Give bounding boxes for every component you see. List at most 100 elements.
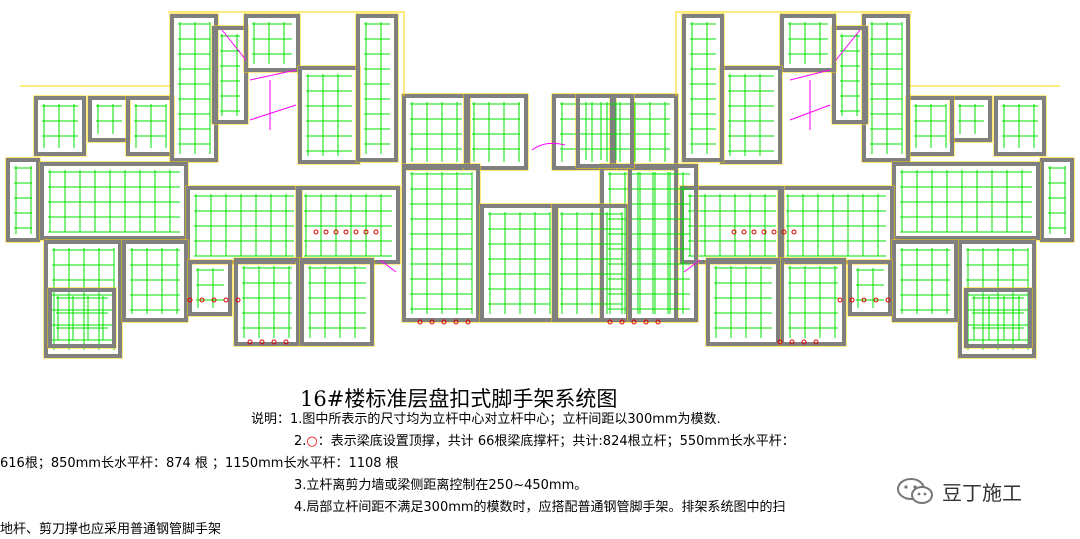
room-wall	[6, 158, 40, 242]
pole-grid	[900, 248, 950, 314]
pole-grid	[688, 194, 776, 257]
room-wall	[298, 66, 360, 164]
room-wall	[296, 186, 400, 264]
pole-grid	[410, 172, 473, 314]
pole-grid	[914, 104, 947, 148]
beam-support-marker	[465, 319, 471, 325]
beam-support-marker	[453, 319, 459, 325]
pole-grid	[96, 104, 122, 134]
beam-support-marker	[223, 297, 229, 303]
room-outline	[169, 13, 219, 163]
pole-grid	[788, 22, 828, 64]
room-wall	[994, 96, 1046, 156]
beam-support-marker	[363, 229, 369, 235]
beam-support-marker	[211, 297, 217, 303]
watermark-text: 豆丁施工	[942, 480, 1022, 505]
room-outline	[185, 185, 303, 265]
room-outline	[719, 65, 783, 165]
room-outline	[5, 157, 41, 243]
room-outline	[599, 163, 679, 323]
beam-support-marker	[791, 229, 797, 235]
pole-grid	[958, 104, 984, 134]
scaffold-floor-plan	[5, 11, 1075, 359]
room-outline	[33, 95, 87, 157]
beam-support-marker	[771, 229, 777, 235]
stair-line	[221, 29, 861, 61]
pole-grid	[488, 212, 551, 314]
note-line-1: 说明：1.图中所表示的尺寸均为立杆中心对立杆中心；立杆间距以300mm为模数.	[251, 412, 721, 427]
room-wall	[34, 96, 86, 156]
room-outline	[777, 185, 895, 265]
room-outline	[297, 65, 361, 165]
pole-grid	[242, 266, 292, 338]
room-wall	[44, 240, 122, 358]
beam-support-marker	[271, 339, 277, 345]
beam-support-marker	[731, 229, 737, 235]
room-wall	[480, 204, 558, 322]
beam-support-marker	[619, 319, 625, 325]
beam-support-marker	[849, 297, 855, 303]
beam-support-marker	[199, 297, 205, 303]
pole-grid	[856, 268, 884, 308]
pole-grid	[14, 166, 32, 234]
pole-grid	[840, 34, 860, 116]
room-wall	[848, 260, 892, 316]
beam-support-marker	[655, 319, 661, 325]
beam-support-marker	[429, 319, 435, 325]
pole-grid	[306, 74, 352, 156]
stair-line	[789, 69, 831, 130]
beam-support-marker	[813, 339, 819, 345]
pole-grid	[472, 102, 520, 162]
room-outline	[891, 161, 1041, 241]
room-outline	[861, 13, 911, 163]
beam-support-marker	[323, 229, 329, 235]
room-wall	[40, 162, 188, 240]
note-line-6: 地杆、剪刀撑也应采用普通钢管脚手架	[0, 522, 222, 537]
room-outline	[187, 259, 233, 317]
room-wall	[186, 186, 302, 264]
beam-support-marker	[751, 229, 757, 235]
beam-support-marker	[283, 339, 289, 345]
room-wall	[48, 288, 116, 348]
room-outline	[299, 257, 375, 347]
room-wall	[234, 258, 300, 346]
room-wall	[832, 26, 868, 124]
pole-grid	[560, 212, 623, 314]
pole-grid	[618, 102, 670, 162]
pole-grid	[1002, 104, 1038, 148]
room-wall	[780, 14, 836, 72]
beam-support-marker	[441, 319, 447, 325]
room-outline	[681, 13, 725, 163]
pole-grid	[900, 170, 1032, 233]
room-outline	[575, 93, 635, 169]
room-outline	[779, 13, 837, 73]
beam-support-marker	[373, 229, 379, 235]
beam-support-marker	[353, 229, 359, 235]
pole-grid	[584, 102, 626, 160]
beam-support-marker	[607, 319, 613, 325]
pole-grid	[130, 248, 180, 314]
beam-support-marker	[777, 339, 783, 345]
stair-line	[379, 142, 701, 273]
room-outline	[705, 257, 781, 347]
room-wall	[88, 96, 130, 142]
pole-grid	[608, 172, 671, 314]
room-wall	[212, 26, 248, 124]
room-wall	[610, 94, 678, 170]
wechat-icon	[897, 478, 933, 504]
room-wall	[244, 14, 300, 72]
room-outline	[401, 163, 481, 323]
beam-support-marker	[801, 339, 807, 345]
room-wall	[892, 240, 958, 322]
room-outline	[295, 185, 401, 265]
drawing-title: 16#楼标准层盘扣式脚手架系统图	[300, 387, 618, 411]
beam-support-marker	[885, 297, 891, 303]
pole-grid	[690, 22, 716, 154]
room-wall	[552, 94, 616, 170]
room-wall	[780, 258, 846, 346]
beam-support-marker	[235, 297, 241, 303]
beam-support-marker	[789, 339, 795, 345]
room-outline	[1039, 157, 1075, 243]
room-wall	[552, 204, 630, 322]
room-wall	[682, 14, 724, 162]
